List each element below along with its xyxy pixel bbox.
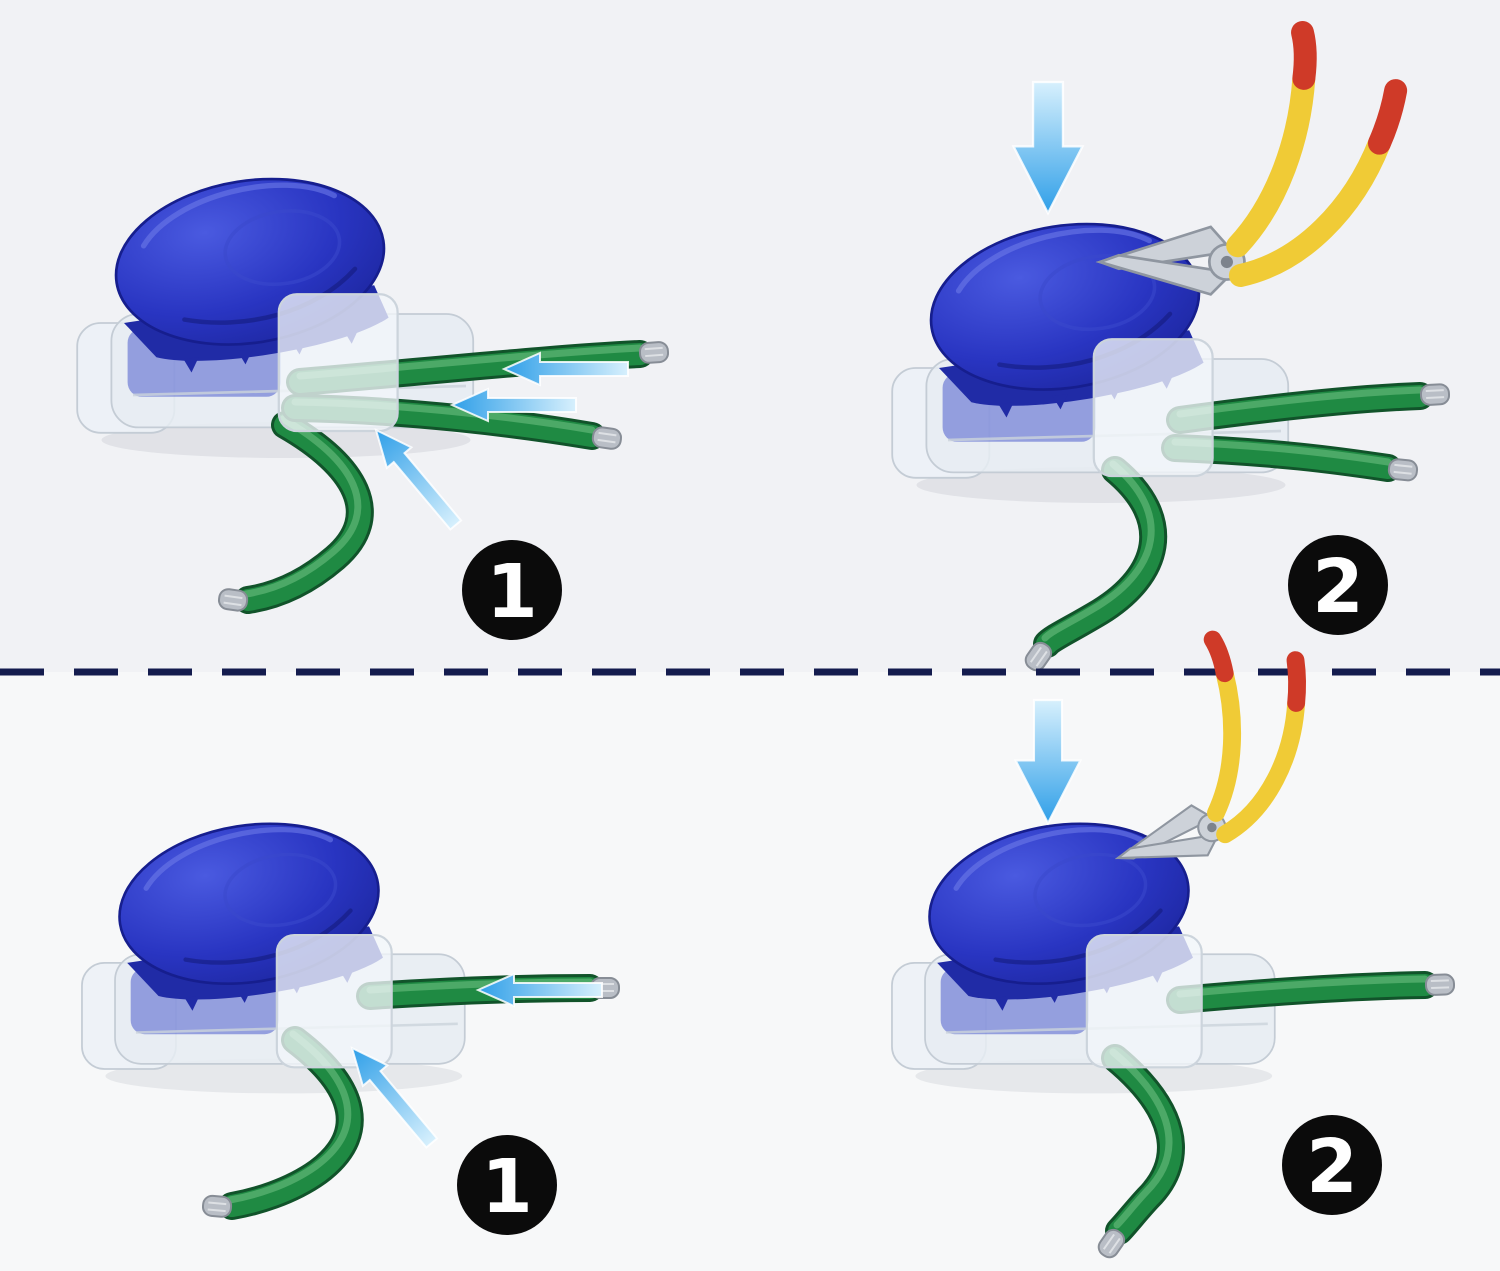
panel-step2-two-wires: 2: [892, 617, 1456, 1262]
panel-step1-three-wires: 1: [77, 161, 670, 640]
wire-tip: [638, 340, 670, 365]
wire-tip: [1419, 382, 1451, 407]
step-number: 2: [1306, 1124, 1358, 1210]
step-number: 1: [481, 1144, 533, 1230]
wire-tip: [216, 587, 250, 613]
step-badge-circle: [457, 1135, 557, 1235]
step-badge: 1: [457, 1135, 557, 1235]
step-badge-circle: [1282, 1115, 1382, 1215]
wire-tip: [1424, 973, 1456, 997]
panel-step2-three-wires: 2: [892, 32, 1451, 675]
connector-strap: [1092, 338, 1214, 478]
wire-tip: [1386, 457, 1419, 483]
wire-tip: [590, 425, 624, 451]
step-badge: 2: [1282, 1115, 1382, 1215]
step-number: 1: [486, 549, 538, 635]
step-number: 2: [1312, 544, 1364, 630]
panel-step1-two-wires: 1: [82, 806, 620, 1235]
step-badge-circle: [1288, 535, 1388, 635]
step-badge: 2: [1288, 535, 1388, 635]
connector-strap: [275, 933, 393, 1069]
step-badge: 1: [462, 540, 562, 640]
connector-strap: [277, 293, 399, 433]
step-badge-circle: [462, 540, 562, 640]
wire-tip: [201, 1194, 233, 1219]
connector-strap: [1085, 933, 1203, 1069]
